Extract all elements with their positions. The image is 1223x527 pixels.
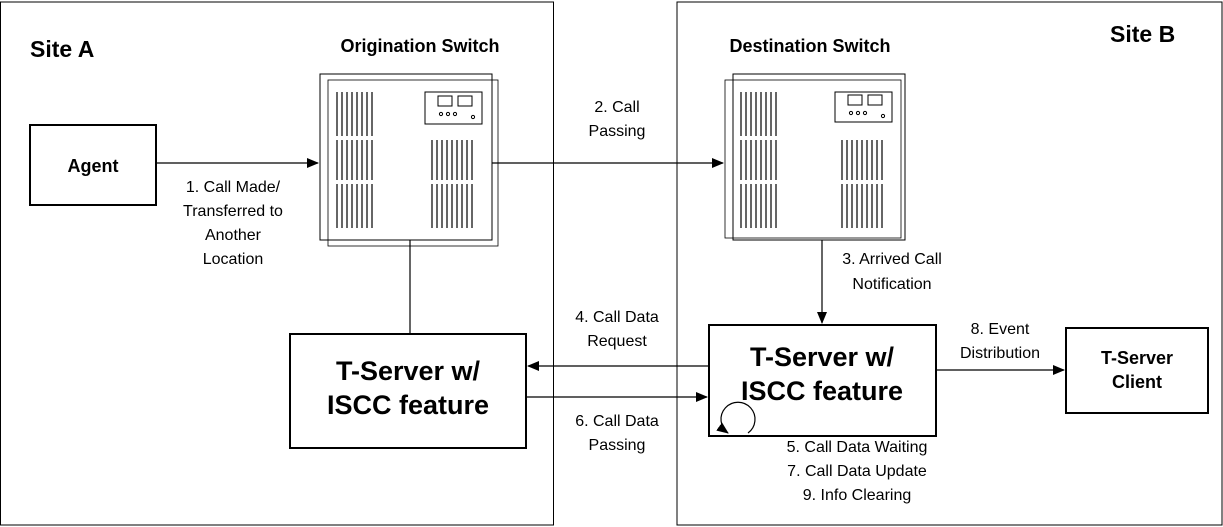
- step3-line1: 3. Arrived Call: [842, 251, 942, 268]
- tserver-b-box: [708, 324, 937, 437]
- step7-label: 7. Call Data Update: [787, 463, 927, 480]
- agent-box: [29, 124, 157, 206]
- step1-line3: Another: [205, 227, 262, 244]
- origination-switch-title: Origination Switch: [340, 36, 499, 56]
- step1-line4: Location: [203, 251, 264, 268]
- step5-label: 5. Call Data Waiting: [787, 439, 928, 456]
- step6-line2: Passing: [589, 437, 646, 454]
- site-a-label: Site A: [30, 36, 94, 62]
- step3-line2: Notification: [852, 276, 931, 293]
- site-b-panel: [676, 1, 1223, 526]
- step2-line2: Passing: [589, 123, 646, 140]
- step8-line1: 8. Event: [971, 321, 1030, 338]
- step4-line1: 4. Call Data: [575, 309, 659, 326]
- step6-line1: 6. Call Data: [575, 413, 659, 430]
- step9-label: 9. Info Clearing: [803, 487, 912, 504]
- step8-line2: Distribution: [960, 345, 1040, 362]
- step1-line1: 1. Call Made/: [186, 179, 281, 196]
- step1-line2: Transferred to: [183, 203, 283, 220]
- tserver-a-label-line2: ISCC feature: [327, 390, 489, 420]
- tserver-client-box: [1065, 327, 1209, 414]
- destination-switch-title: Destination Switch: [729, 36, 890, 56]
- destination-switch-icon: [724, 73, 906, 241]
- tserver-client-label-line2: Client: [1112, 372, 1162, 392]
- step4-line2: Request: [587, 333, 647, 350]
- step2-line1: 2. Call: [594, 99, 639, 116]
- site-b-label: Site B: [1110, 21, 1175, 47]
- site-a-panel: [0, 1, 554, 526]
- tserver-b-label-line1: T-Server w/: [750, 342, 895, 372]
- tserver-a-box: [289, 333, 527, 449]
- tserver-b-label-line2: ISCC feature: [741, 376, 903, 406]
- loop-arrow: [716, 401, 756, 434]
- tserver-client-label-line1: T-Server: [1101, 348, 1173, 368]
- origination-switch-icon: [319, 73, 499, 247]
- agent-label: Agent: [68, 156, 119, 176]
- tserver-a-label-line1: T-Server w/: [336, 356, 481, 386]
